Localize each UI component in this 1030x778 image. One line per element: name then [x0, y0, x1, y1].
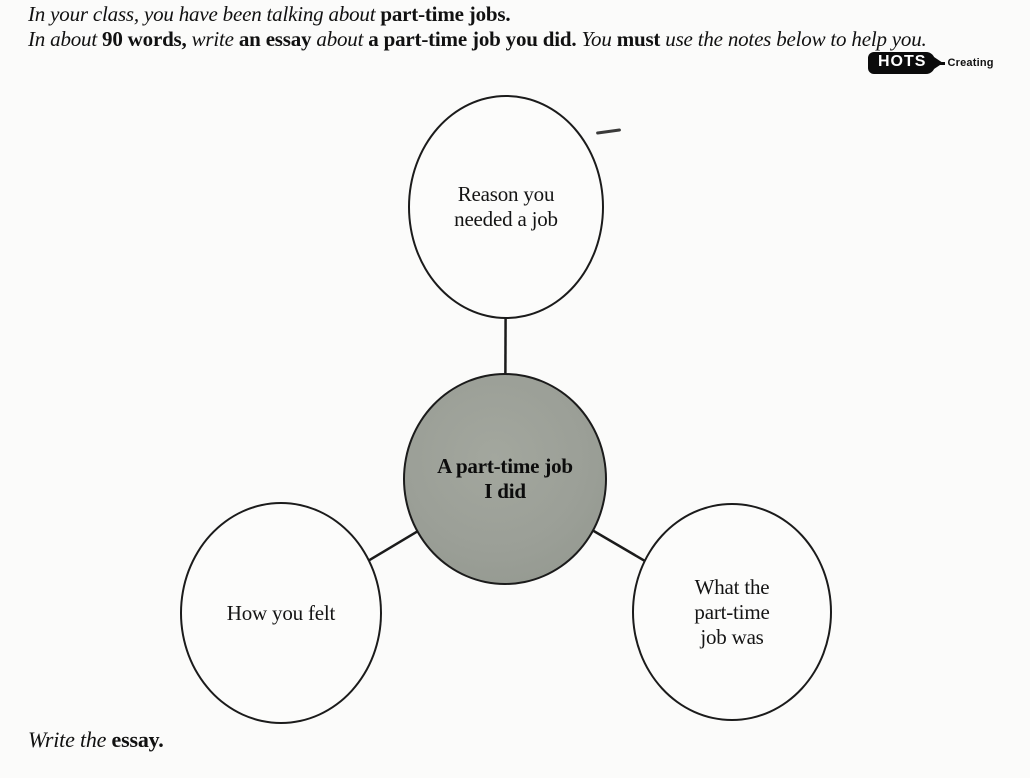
instruction-line-1: In your class, you have been talking abo…: [28, 2, 1018, 27]
hots-badge: HOTS Creating: [868, 52, 994, 74]
node-label: What the part-time job was: [694, 574, 770, 649]
text-segment: about: [316, 27, 369, 51]
text-segment: Write the: [28, 727, 112, 752]
text-segment: 90 words,: [102, 27, 192, 51]
text-segment: an essay: [238, 27, 317, 51]
diagram-node-what-job-was: What the part-time job was: [632, 503, 832, 721]
write-essay-instruction: Write the essay.: [28, 727, 164, 753]
text-segment: part-time jobs.: [380, 2, 511, 26]
hots-tag-label: HOTS: [868, 52, 936, 74]
text-segment: use the notes below to help you.: [665, 27, 927, 51]
node-label: A part-time job I did: [437, 454, 573, 503]
text-segment: write: [191, 27, 239, 51]
instruction-line-2: In about 90 words, write an essay about …: [28, 27, 1018, 52]
stray-pen-mark: [595, 128, 622, 135]
task-instructions: In your class, you have been talking abo…: [28, 2, 1018, 52]
text-segment: a part-time job you did.: [368, 27, 582, 51]
text-segment: In your class, you have been talking abo…: [28, 2, 381, 26]
text-segment: In about: [28, 27, 103, 51]
diagram-node-how-you-felt: How you felt: [180, 502, 382, 724]
text-segment: must: [616, 27, 666, 51]
node-label: Reason you needed a job: [454, 182, 558, 231]
text-segment: essay.: [111, 727, 164, 752]
hots-suffix-label: Creating: [947, 57, 994, 69]
diagram-node-center-topic: A part-time job I did: [403, 373, 607, 585]
node-label: How you felt: [226, 600, 336, 625]
diagram-node-reason: Reason you needed a job: [408, 95, 604, 319]
text-segment: You: [581, 27, 617, 51]
